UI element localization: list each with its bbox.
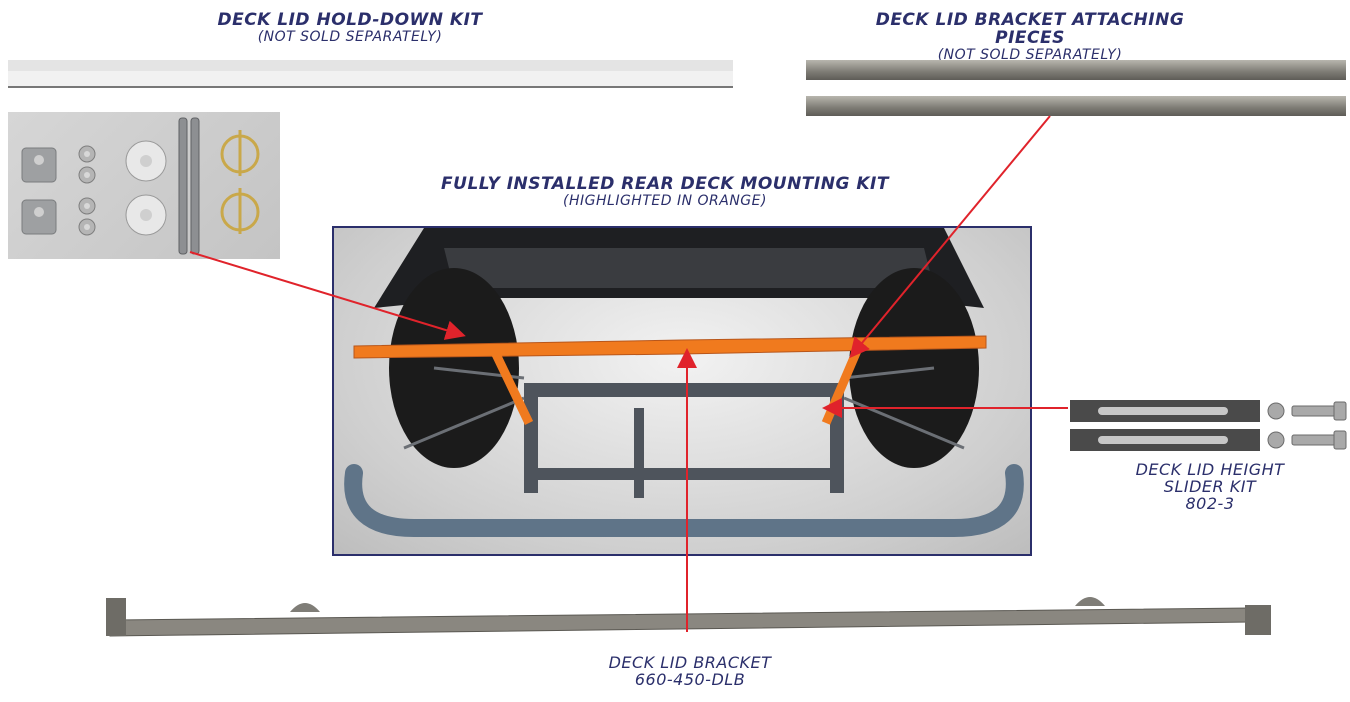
deck-lid-bracket-photo: [100, 590, 1280, 650]
hold-down-strip: [8, 60, 733, 88]
hold-down-kit-title: DECK LID HOLD-DOWN KIT: [217, 10, 483, 30]
hold-down-kit-photo: [8, 112, 280, 259]
deck-lid-bracket-label: DECK LID BRACKET 660-450-DLB: [560, 653, 820, 689]
slider-kit-line1: DECK LID HEIGHT: [1135, 460, 1285, 479]
slider-kit-line2: SLIDER KIT: [1163, 476, 1257, 496]
slider-kit-label: DECK LID HEIGHT SLIDER KIT 802-3: [1120, 460, 1300, 513]
attaching-pieces-label: DECK LID BRACKET ATTACHING PIECES (NOT S…: [840, 10, 1220, 63]
hold-down-kit-label: DECK LID HOLD-DOWN KIT (NOT SOLD SEPARAT…: [180, 10, 520, 45]
installed-kit-photo: [332, 226, 1032, 556]
deck-lid-bracket-name: DECK LID BRACKET: [608, 653, 772, 672]
attaching-pieces-subtitle: (NOT SOLD SEPARATELY): [937, 46, 1123, 63]
attaching-piece-bar-1: [806, 60, 1346, 80]
installed-kit-title: FULLY INSTALLED REAR DECK MOUNTING KIT: [441, 174, 889, 194]
attaching-piece-bar-2: [806, 96, 1346, 116]
installed-kit-label: FULLY INSTALLED REAR DECK MOUNTING KIT (…: [430, 174, 900, 209]
slider-kit-photo: [1068, 396, 1350, 456]
hold-down-kit-subtitle: (NOT SOLD SEPARATELY): [257, 28, 443, 45]
attaching-pieces-title: DECK LID BRACKET ATTACHING PIECES: [875, 10, 1185, 48]
installed-kit-subtitle: (HIGHLIGHTED IN ORANGE): [563, 192, 767, 209]
deck-lid-bracket-part-number: 660-450-DLB: [634, 669, 746, 689]
slider-kit-part-number: 802-3: [1185, 493, 1235, 513]
